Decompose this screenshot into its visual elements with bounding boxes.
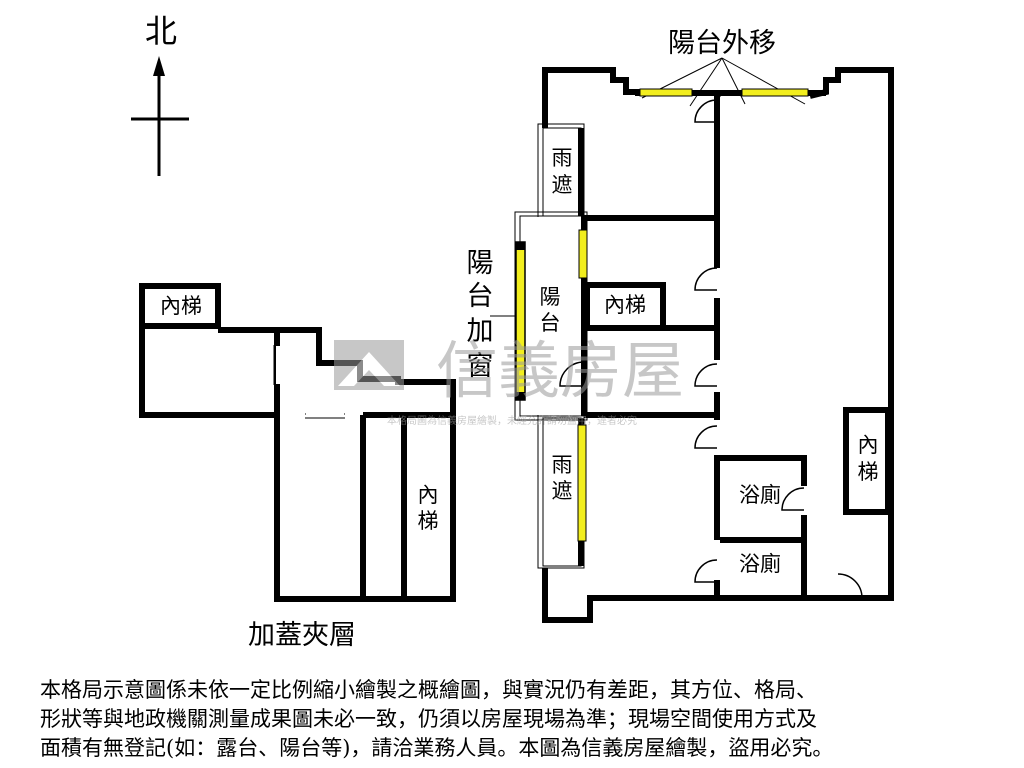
watermark-logo-icon — [334, 340, 404, 390]
svg-text:陽: 陽 — [467, 248, 494, 279]
watermark: 信義房屋 本格局圖為信義房屋繪製，未經允許請勿盜用，違者必究 — [334, 334, 684, 427]
room-stair-mid: 內梯 — [604, 293, 646, 317]
svg-text:窗: 窗 — [467, 351, 494, 382]
compass: 北 — [131, 12, 189, 176]
svg-text:台: 台 — [467, 281, 494, 312]
svg-text:加: 加 — [467, 316, 494, 347]
disclaimer-line: 形狀等與地政機關測量成果圖未必一致，仍須以房屋現場為準；現場空間使用方式及 — [40, 707, 817, 731]
callout-leader-lines — [641, 57, 806, 107]
mezzanine-walls — [139, 283, 456, 602]
room-stair-mezz: 內 — [418, 483, 439, 507]
north-arrow-icon — [153, 56, 165, 76]
svg-text:梯: 梯 — [418, 509, 439, 533]
svg-text:遮: 遮 — [552, 479, 573, 503]
watermark-brand: 信義房屋 — [436, 334, 684, 407]
disclaimer: 本格局示意圖係未依一定比例縮小繪製之概繪圖，與實況仍有差距，其方位、格局、 形狀… — [40, 676, 1000, 763]
room-bath-lower: 浴廁 — [739, 552, 781, 576]
callout-balcony-add-window: 陽 台 加 窗 — [467, 248, 520, 382]
callout-balcony-moved-out: 陽台外移 — [668, 28, 776, 59]
callout-mezzanine: 加蓋夾層 — [248, 620, 356, 651]
north-label: 北 — [145, 12, 177, 50]
door-swings — [559, 99, 863, 599]
room-canopy-lower: 雨 — [552, 453, 573, 477]
room-stair-right: 內 — [858, 433, 879, 457]
room-bath-upper: 浴廁 — [739, 483, 781, 507]
window-balcony-inner — [578, 229, 588, 279]
room-balcony: 陽 — [540, 285, 561, 309]
windows — [515, 88, 809, 542]
window-canopy-lower — [577, 424, 587, 542]
svg-text:台: 台 — [540, 311, 561, 335]
svg-text:遮: 遮 — [552, 173, 573, 197]
window-top-left — [639, 88, 693, 97]
room-canopy-upper: 雨 — [552, 146, 573, 170]
disclaimer-line: 面積有無登記(如：露台、陽台等)，請洽業務人員。本圖為信義房屋繪製，盜用必究。 — [40, 736, 834, 760]
disclaimer-line: 本格局示意圖係未依一定比例縮小繪製之概繪圖，與實況仍有差距，其方位、格局、 — [40, 678, 817, 702]
room-stair-topleft: 內梯 — [160, 294, 202, 318]
watermark-notice: 本格局圖為信義房屋繪製，未經允許請勿盜用，違者必究 — [387, 414, 637, 427]
window-top-right — [741, 88, 809, 97]
svg-text:梯: 梯 — [858, 460, 879, 484]
